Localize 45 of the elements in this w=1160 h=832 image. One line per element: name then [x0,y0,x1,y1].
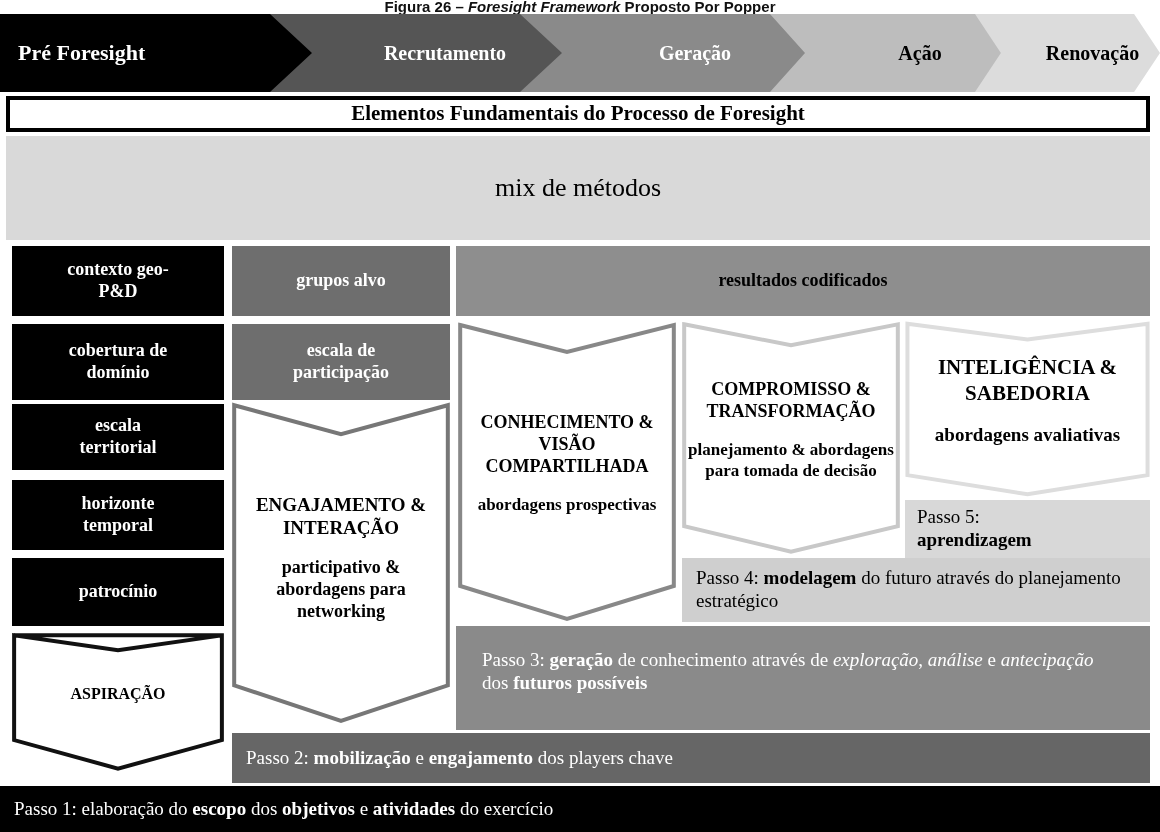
node-label: Geração [658,41,732,65]
node-label: Ação [898,41,942,65]
figure-title: Figura 26 – Foresight Framework Proposto Por Popper [383,0,777,15]
node-label: Passo 2: mobilização e engajamento dos players chave [246,746,673,770]
band [6,136,1150,240]
node-label: Elementos Fundamentais do Processo de Foresight [351,101,805,127]
node-label: abordagens prospectivas [477,495,657,516]
dimension-box [232,324,450,400]
dimension-box [12,404,224,470]
header-bar [6,96,1150,132]
step-bar [232,733,1150,783]
step-bar [682,558,1150,622]
node-label: escala territorial [78,415,158,459]
node-label: horizonte temporal [80,493,156,537]
node-label: Recrutamento [383,41,507,65]
node-label: ENGAJAMENTO & INTERAÇÃO [254,493,428,540]
step-bar [456,626,1150,730]
node-label: cobertura de domínio [67,340,169,384]
dimension-box [12,558,224,626]
node-label: Passo 3: geração de conhecimento através de exploração, análise e antecipação dos futuros possíveis [482,649,1095,695]
node-label: patrocínio [78,581,158,603]
node-label: COMPROMISSO & TRANSFORMAÇÃO [705,379,877,423]
step-bar [0,786,1160,832]
step-bar [905,500,1150,558]
node-label: Passo 4: modelagem do futuro através do planejamento estratégico [696,567,1122,613]
node-label: CONHECIMENTO & VISÃO COMPARTILHADA [479,412,655,478]
node-label: participativo & abordagens para networking [275,557,407,623]
node-label: ASPIRAÇÃO [70,684,166,704]
node-label: planejamento & abordagens para tomada de decisão [688,440,894,481]
node-label: resultados codificados [718,270,888,292]
node-label: abordagens avaliativas [934,423,1121,447]
node-label: INTELIGÊNCIA & SABEDORIA [936,355,1119,406]
node-label: Renovação [1045,41,1140,65]
dimension-box [456,246,1150,316]
node-label: contexto geo-P&D [66,259,170,303]
node-label: Pré Foresight [18,39,146,67]
node-label: Passo 1: elaboração do escopo dos objetivos e atividades do exercício [14,797,554,821]
node-label: escala de participação [292,340,390,384]
dimension-box [12,480,224,550]
dimension-box [12,324,224,400]
node-label: grupos alvo [296,270,386,292]
node-label: Passo 5: aprendizagem [917,506,1033,552]
dimension-box [232,246,450,316]
dimension-box [12,246,224,316]
node-label: mix de métodos [494,172,662,204]
